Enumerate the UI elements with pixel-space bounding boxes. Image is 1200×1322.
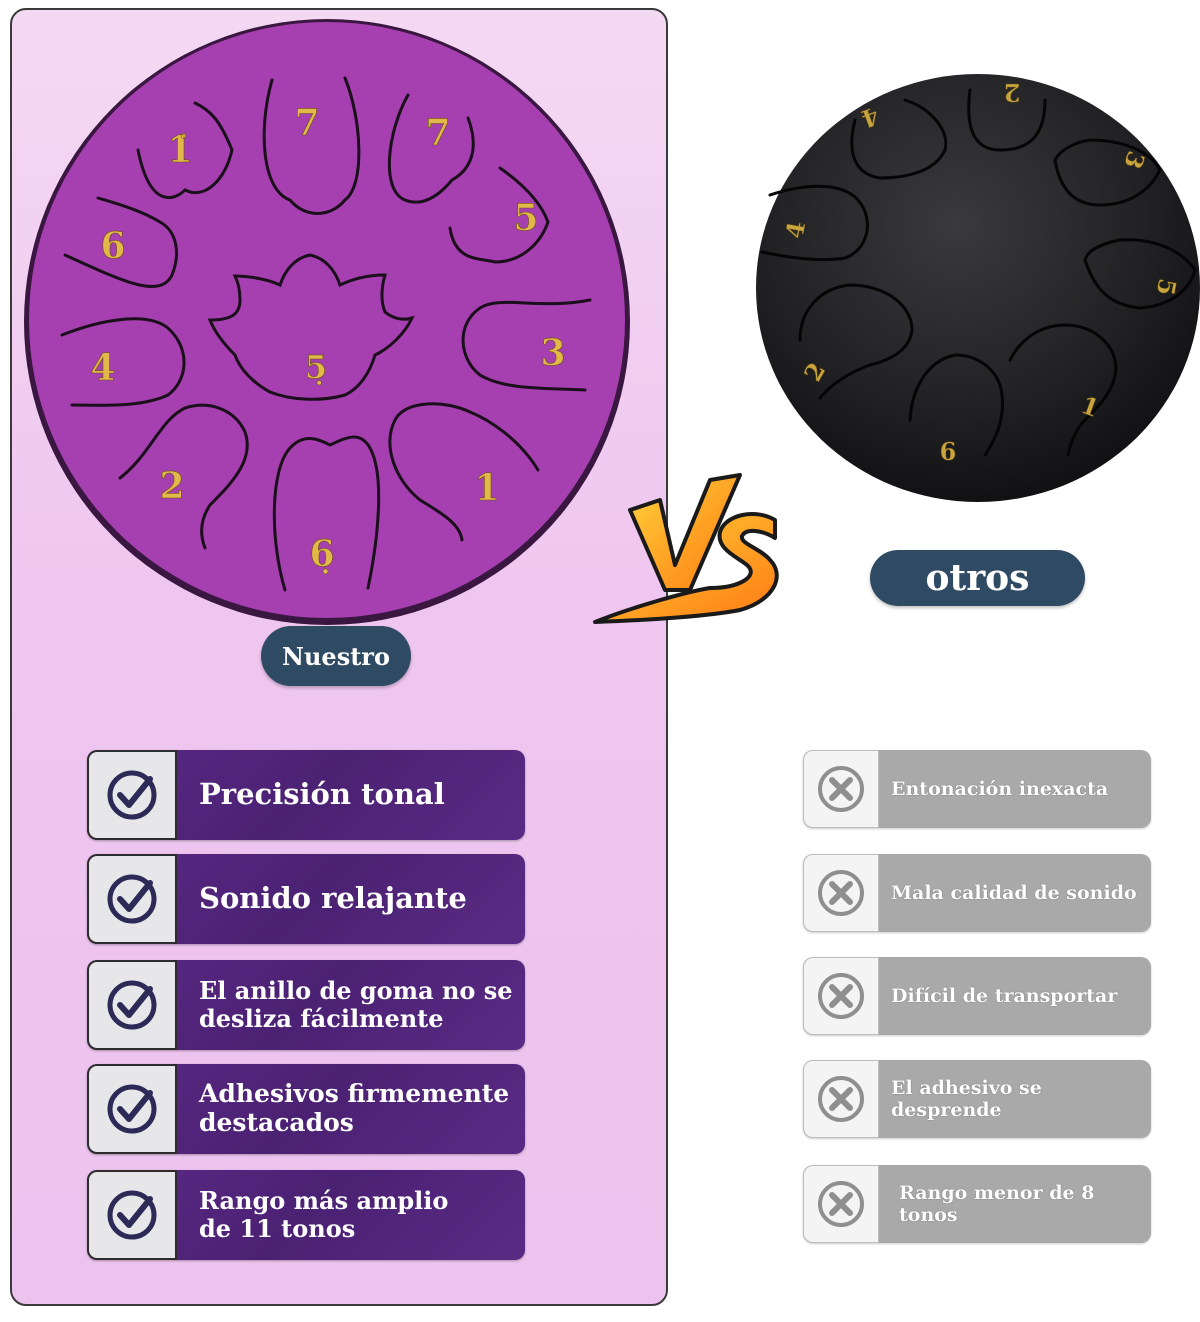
check-circle-icon bbox=[87, 854, 177, 944]
feature-row: El anillo de goma no se desliza fácilmen… bbox=[87, 960, 525, 1050]
con-text: Rango menor de 8 tonos bbox=[899, 1182, 1095, 1226]
con-text: Entonación inexacta bbox=[891, 778, 1109, 800]
note-label: 4 bbox=[780, 219, 811, 240]
check-circle-icon bbox=[87, 1170, 177, 1260]
note-label: 5̣ bbox=[305, 348, 327, 386]
our-drum-tongues bbox=[60, 76, 592, 592]
note-label: 6̣ bbox=[309, 533, 334, 575]
vs-emblem-icon bbox=[593, 473, 779, 624]
ours-label-badge: Nuestro bbox=[261, 626, 411, 686]
note-label: 4 bbox=[90, 347, 115, 389]
note-label: 2 bbox=[159, 465, 184, 507]
feature-text: Rango más amplio de 11 tonos bbox=[199, 1186, 449, 1243]
note-label: 7 bbox=[425, 112, 450, 154]
note-label: 3 bbox=[540, 332, 565, 374]
check-circle-icon bbox=[87, 960, 177, 1050]
con-row: Entonación inexacta bbox=[803, 750, 1151, 828]
check-circle-icon bbox=[87, 1064, 177, 1154]
note-label: 5 bbox=[513, 197, 538, 239]
feature-text: Adhesivos firmemente destacados bbox=[199, 1079, 510, 1137]
note-label: 5 bbox=[1151, 276, 1182, 297]
con-row: Difícil de transportar bbox=[803, 957, 1151, 1035]
others-label-badge: otros bbox=[870, 550, 1085, 606]
feature-text: El anillo de goma no se desliza fácilmen… bbox=[199, 976, 513, 1033]
x-circle-icon bbox=[803, 1060, 879, 1138]
x-circle-icon bbox=[803, 957, 879, 1035]
feature-text: Sonido relajante bbox=[199, 881, 467, 916]
feature-row: Adhesivos firmemente destacados bbox=[87, 1064, 525, 1154]
our-tongue-drum: 7 7 1̇ 5 6 3 4 5̣ 2 1 6̣ bbox=[24, 19, 630, 625]
note-label: 1 bbox=[474, 467, 499, 509]
our-drum-note-labels: 7 7 1̇ 5 6 3 4 5̣ 2 1 6̣ bbox=[90, 102, 566, 576]
other-tongue-drum: 2 4 3 4 5 2 1 6 bbox=[756, 74, 1200, 502]
x-circle-icon bbox=[803, 1165, 879, 1243]
drums-illustration: 7 7 1̇ 5 6 3 4 5̣ 2 1 6̣ bbox=[24, 19, 1200, 625]
note-label: 2 bbox=[1004, 78, 1021, 107]
check-circle-icon bbox=[87, 750, 177, 840]
note-label: 6 bbox=[940, 437, 957, 466]
con-row: Rango menor de 8 tonos bbox=[803, 1165, 1151, 1243]
con-text: Difícil de transportar bbox=[891, 985, 1118, 1007]
feature-row: Sonido relajante bbox=[87, 854, 525, 944]
con-text: El adhesivo se desprende bbox=[891, 1077, 1042, 1121]
our-drum-body bbox=[29, 22, 625, 618]
feature-row: Precisión tonal bbox=[87, 750, 525, 840]
feature-text: Precisión tonal bbox=[199, 777, 445, 812]
feature-row: Rango más amplio de 11 tonos bbox=[87, 1170, 525, 1260]
note-label: 6 bbox=[100, 225, 125, 267]
note-label: 1̇ bbox=[167, 129, 192, 171]
note-label: 4 bbox=[857, 101, 883, 134]
con-row: Mala calidad de sonido bbox=[803, 854, 1151, 932]
other-drum-body bbox=[756, 74, 1200, 502]
other-drum-tongues bbox=[760, 88, 1197, 457]
note-label: 7 bbox=[294, 102, 319, 144]
x-circle-icon bbox=[803, 750, 879, 828]
x-circle-icon bbox=[803, 854, 879, 932]
con-text: Mala calidad de sonido bbox=[891, 882, 1137, 904]
con-row: El adhesivo se desprende bbox=[803, 1060, 1151, 1138]
